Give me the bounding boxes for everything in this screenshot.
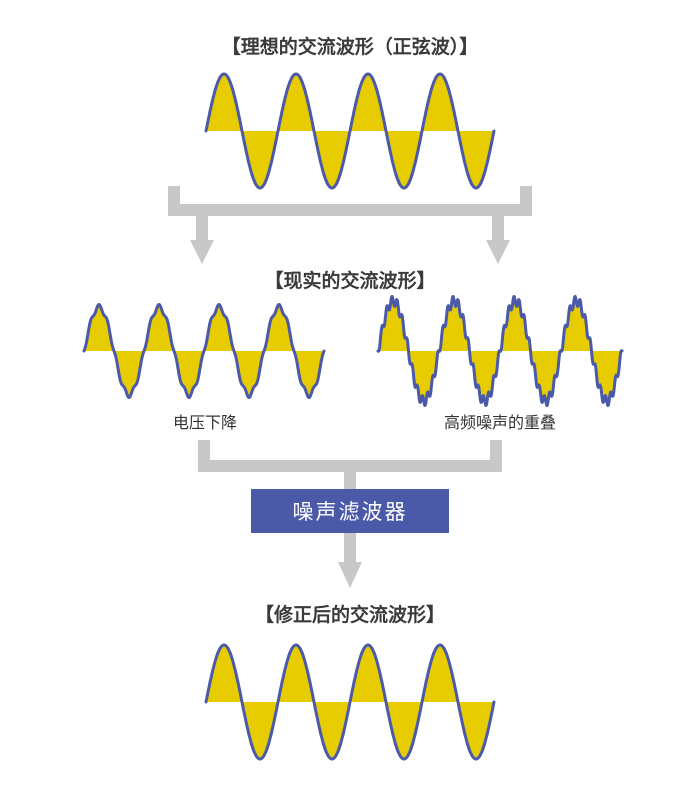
arrow-down-icon bbox=[190, 240, 214, 264]
connector-bar bbox=[344, 532, 356, 566]
noise-filter-box: 噪声滤波器 bbox=[251, 489, 449, 533]
corrected-waveform-title: 【修正后的交流波形】 bbox=[254, 604, 445, 626]
ideal-waveform-title: 【理想的交流波形（正弦波）】 bbox=[221, 36, 479, 58]
wave-outline bbox=[376, 295, 624, 407]
noise-filter-label: 噪声滤波器 bbox=[292, 500, 408, 524]
wave-outline bbox=[204, 643, 496, 761]
voltage-drop-label: 电压下降 bbox=[172, 413, 237, 432]
wave-outline bbox=[204, 72, 496, 190]
voltage-drop-waveform bbox=[82, 303, 326, 399]
corrected-waveform bbox=[204, 643, 496, 761]
connector-bar bbox=[492, 204, 504, 242]
split-connector bbox=[168, 186, 532, 264]
ideal-waveform bbox=[204, 72, 496, 190]
real-waveform-title: 【现实的交流波形】 bbox=[264, 270, 436, 292]
connector-bar bbox=[196, 204, 208, 242]
noise-label: 高频噪声的重叠 bbox=[443, 413, 556, 432]
merge-connector bbox=[198, 440, 502, 588]
arrow-down-icon bbox=[338, 562, 362, 588]
connector-bar bbox=[168, 204, 532, 216]
arrow-down-icon bbox=[486, 240, 510, 264]
connector-bar bbox=[344, 460, 356, 490]
noise-waveform bbox=[376, 295, 624, 407]
wave-outline bbox=[82, 303, 326, 399]
